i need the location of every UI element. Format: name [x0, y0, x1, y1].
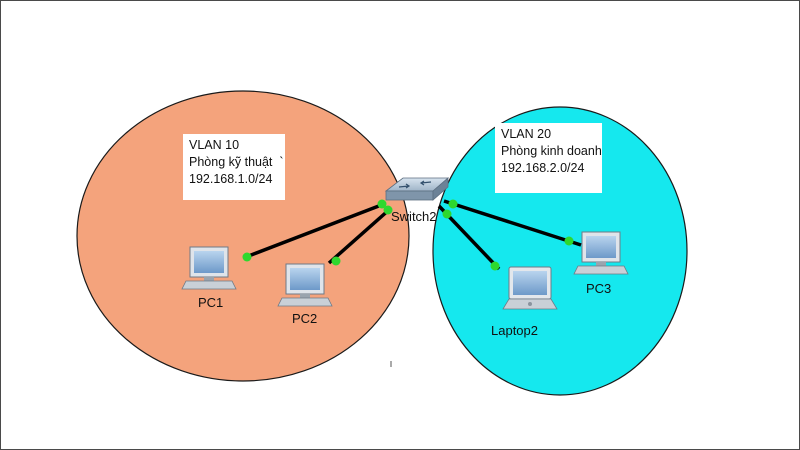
vlan10-subnet: 192.168.1.0/24 [189, 172, 273, 186]
pc3-label: PC3 [586, 281, 611, 296]
laptop2-device[interactable]: Laptop2 [491, 266, 558, 338]
desktop-pc-icon [573, 231, 629, 275]
vlan20-info-note: VLAN 20 Phòng kinh doanh 192.168.2.0/24 [495, 123, 602, 193]
port-indicator [377, 199, 387, 209]
link-switch-pc2 [327, 205, 393, 266]
port-indicator [383, 205, 393, 215]
port-indicator [331, 256, 341, 266]
link-switch-pc3 [443, 199, 582, 247]
desktop-pc-icon [277, 263, 333, 307]
vlan10-name: VLAN 10 [189, 138, 240, 152]
pc3-device[interactable]: PC3 [573, 231, 629, 296]
port-indicator [448, 199, 458, 209]
laptop2-label: Laptop2 [491, 323, 538, 338]
link-switch-laptop2 [437, 204, 501, 271]
switch2-device[interactable]: Switch2 [384, 177, 450, 224]
switch-icon [384, 177, 450, 201]
vlan20-name: VLAN 20 [501, 127, 552, 141]
port-indicator [564, 236, 574, 246]
desktop-pc-icon [181, 246, 237, 290]
link-switch-pc1 [242, 199, 387, 262]
laptop-icon [502, 266, 558, 310]
port-indicator [242, 252, 252, 262]
port-indicator [490, 261, 500, 271]
switch2-label: Switch2 [391, 209, 437, 224]
vlan20-subnet: 192.168.2.0/24 [501, 161, 585, 175]
pc1-label: PC1 [198, 295, 223, 310]
pc2-device[interactable]: PC2 [277, 263, 333, 326]
vlan10-info-note: VLAN 10 Phòng kỹ thuật ` 192.168.1.0/24 [183, 134, 285, 200]
port-indicator [442, 209, 452, 219]
vlan10-department: Phòng kỹ thuật ` [189, 155, 284, 169]
pc1-device[interactable]: PC1 [181, 246, 237, 310]
vlan20-department: Phòng kinh doanh [501, 144, 602, 158]
pc2-label: PC2 [292, 311, 317, 326]
vlan10-zone [76, 90, 410, 382]
